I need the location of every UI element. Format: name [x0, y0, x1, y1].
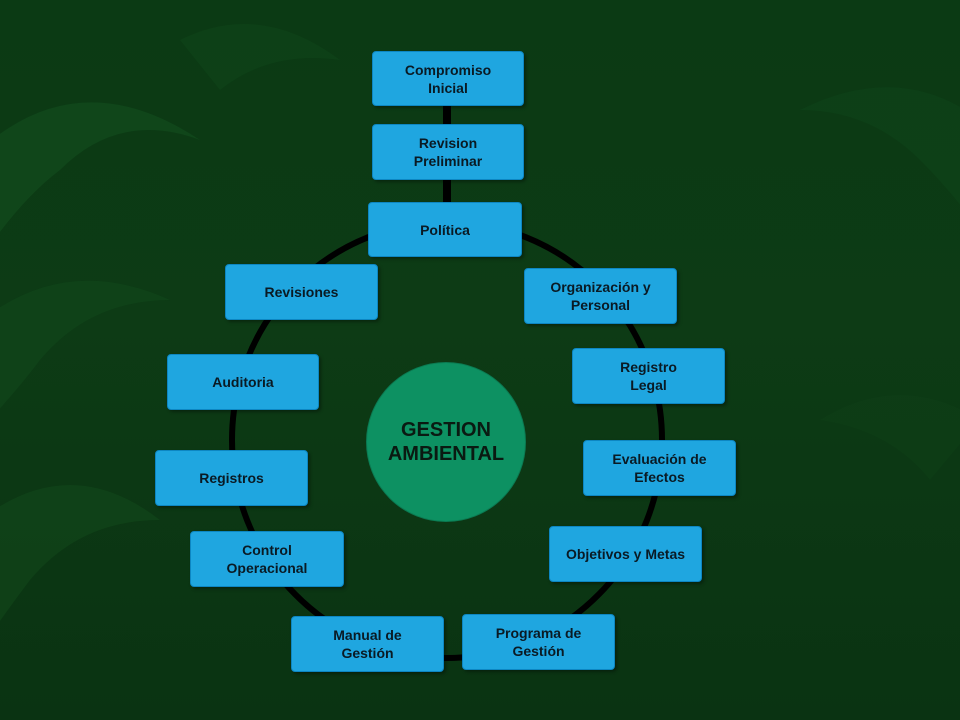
center-gestion-ambiental: GESTION AMBIENTAL [366, 362, 526, 522]
bg-leaf-6 [820, 395, 960, 480]
step-auditoria[interactable]: Auditoria [167, 354, 319, 410]
step-revision-preliminar[interactable]: Revision Preliminar [372, 124, 524, 180]
step-manual-gestion[interactable]: Manual de Gestión [291, 616, 444, 672]
bg-leaf-2 [0, 280, 170, 409]
step-compromiso-inicial[interactable]: Compromiso Inicial [372, 51, 524, 106]
step-programa-gestion[interactable]: Programa de Gestión [462, 614, 615, 670]
step-evaluacion-efectos[interactable]: Evaluación de Efectos [583, 440, 736, 496]
bg-leaf-1 [0, 102, 200, 232]
bg-leaf-3 [0, 485, 160, 622]
step-control-operacional[interactable]: Control Operacional [190, 531, 344, 587]
step-objetivos-metas[interactable]: Objetivos y Metas [549, 526, 702, 582]
step-registro-legal[interactable]: Registro Legal [572, 348, 725, 404]
step-registros[interactable]: Registros [155, 450, 308, 506]
bg-leaf-5 [800, 87, 960, 205]
step-organizacion-personal[interactable]: Organización y Personal [524, 268, 677, 324]
step-revisiones[interactable]: Revisiones [225, 264, 378, 320]
step-politica[interactable]: Política [368, 202, 522, 257]
bg-leaf-4 [180, 24, 340, 90]
